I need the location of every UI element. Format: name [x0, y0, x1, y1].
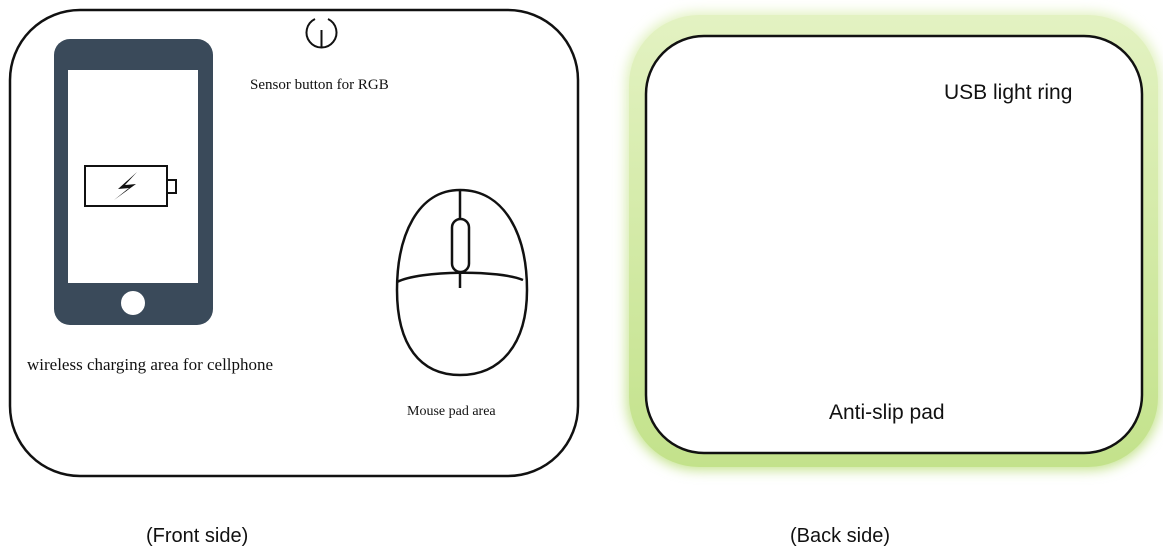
battery-charging-icon: [85, 166, 176, 206]
back-side-panel: USB light ring Anti-slip pad: [626, 12, 1161, 470]
usb-light-ring-label: USB light ring: [944, 81, 1072, 104]
front-side-caption: (Front side): [146, 525, 248, 547]
wireless-charging-label: wireless charging area for cellphone: [27, 355, 273, 374]
back-side-caption: (Back side): [790, 525, 890, 547]
sensor-button-label: Sensor button for RGB: [250, 77, 389, 93]
mouse-pad-area-label: Mouse pad area: [407, 404, 496, 419]
anti-slip-pad-label: Anti-slip pad: [829, 401, 945, 424]
front-side-panel: Sensor button for RGB wireless charging …: [10, 10, 578, 476]
mouse-icon: [397, 190, 527, 375]
